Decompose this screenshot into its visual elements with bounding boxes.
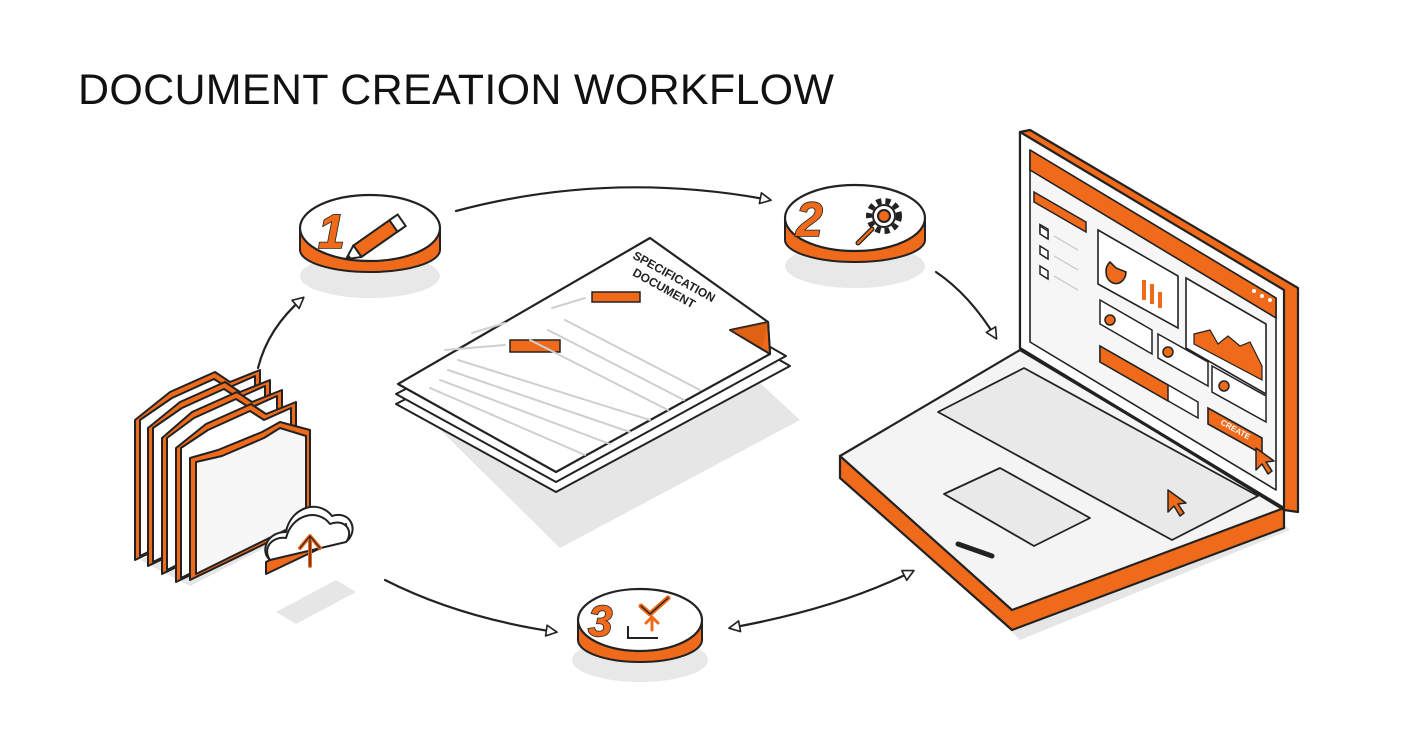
step-2-number: 2	[795, 194, 823, 247]
step-2-node: 2	[783, 183, 927, 288]
specification-document: SPECIFICATION DOCUMENT	[395, 236, 800, 548]
step-3-node: 3	[572, 587, 708, 682]
line-chart-panel	[1185, 276, 1267, 396]
arrow-step-3-laptop-bidirectional	[728, 569, 915, 633]
sidebar-checkbox-items[interactable]	[1039, 224, 1079, 291]
step-3-number: 3	[588, 597, 612, 646]
step-1-number: 1	[318, 206, 345, 259]
arrow-folders-to-step-3	[383, 578, 558, 637]
laptop-hinge-notch	[955, 541, 995, 559]
base-cursor-icon	[1167, 489, 1187, 517]
stat-card-2	[1157, 332, 1209, 388]
pie-chart-panel	[1097, 228, 1179, 330]
connector-arrows	[256, 186, 998, 637]
cloud-upload-icon	[264, 505, 356, 624]
document-text-lines	[429, 297, 701, 456]
pencil-icon	[344, 213, 408, 261]
arrow-step-1-to-step-2	[454, 186, 772, 213]
laptop-trackpad[interactable]	[943, 467, 1091, 547]
page-title: DOCUMENT CREATION WORKFLOW	[78, 66, 835, 114]
stat-card-1	[1099, 298, 1153, 356]
checkmark-upload-icon	[627, 595, 671, 639]
step-1-node: 1	[298, 193, 442, 298]
screen-cursor-icon	[1255, 447, 1275, 475]
arrow-folders-to-step-1	[256, 296, 305, 370]
gear-search-icon	[855, 198, 902, 246]
screen-window-dots	[1252, 289, 1272, 302]
progress-bar	[1099, 344, 1199, 420]
arrow-step-2-to-laptop	[934, 270, 998, 340]
folder-stack	[134, 369, 320, 586]
stat-card-3	[1211, 364, 1267, 424]
laptop: CREATE	[838, 128, 1300, 640]
